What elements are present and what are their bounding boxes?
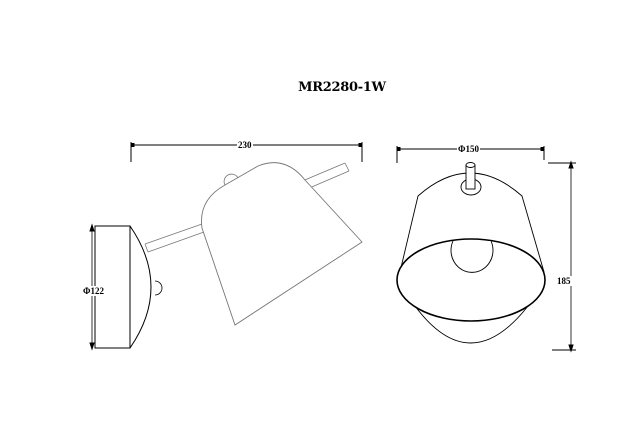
shade-knob bbox=[223, 173, 239, 186]
width-dimension-label: 230 bbox=[237, 140, 253, 150]
rear-arm bbox=[299, 162, 350, 190]
model-title: MR2280-1W bbox=[298, 80, 386, 95]
base-knob bbox=[154, 280, 163, 296]
shade-rim bbox=[396, 238, 546, 322]
base-diameter-label: Φ122 bbox=[82, 286, 105, 296]
bulb bbox=[450, 240, 494, 273]
height-dimension bbox=[548, 160, 576, 353]
height-dimension-label: 185 bbox=[556, 276, 572, 286]
shade-diameter-label: Φ150 bbox=[457, 144, 480, 154]
front-view bbox=[396, 146, 576, 353]
side-view bbox=[89, 142, 363, 351]
mounting-rod bbox=[460, 162, 482, 196]
arm bbox=[144, 223, 205, 253]
shade-side bbox=[201, 162, 363, 326]
